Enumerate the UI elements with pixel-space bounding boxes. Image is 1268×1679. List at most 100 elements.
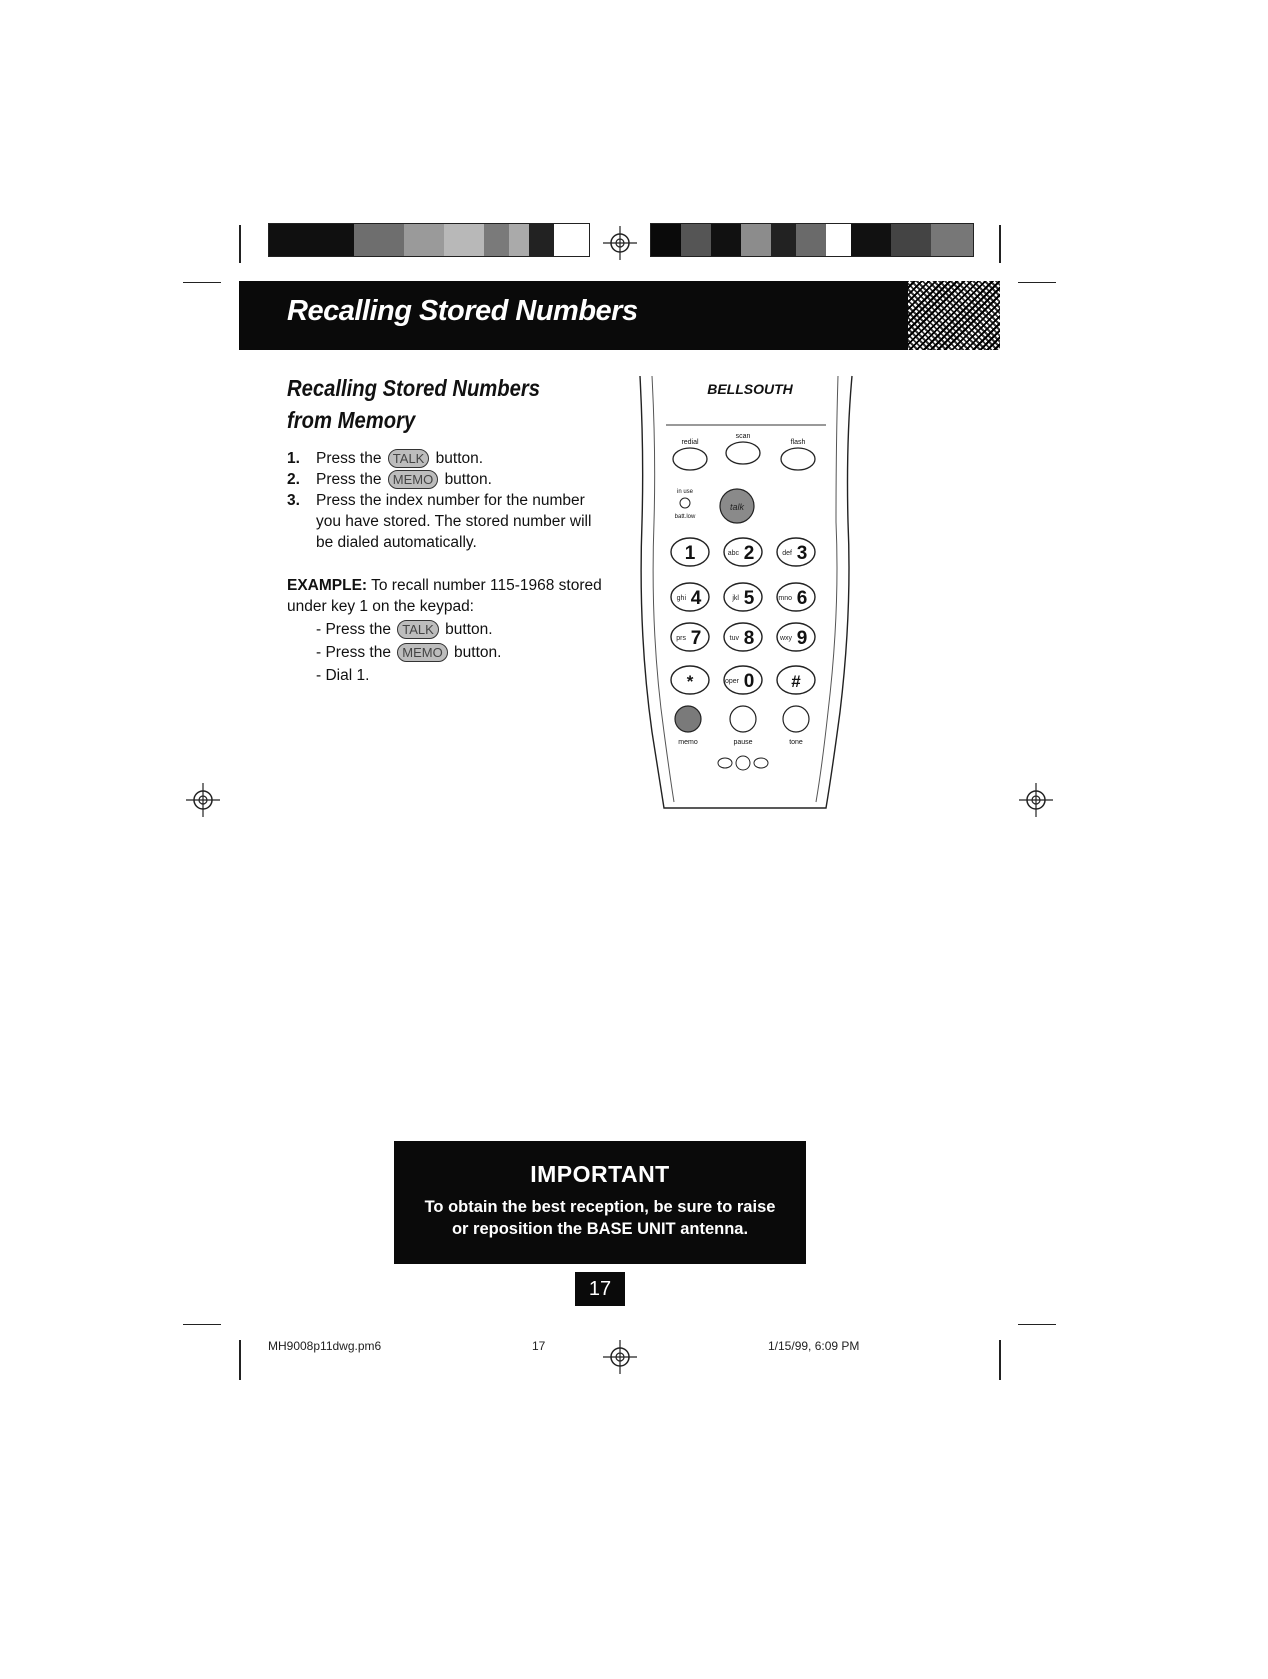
- example-line: - Press the MEMO button.: [316, 641, 501, 664]
- trim-mark: [999, 225, 1001, 263]
- example-line-before: - Press the: [316, 644, 391, 661]
- keypad-key-letters: oper: [725, 678, 740, 685]
- title-band: Recalling Stored Numbers: [239, 281, 1000, 350]
- step-text-before: Press the: [316, 471, 382, 488]
- keypad-key-0: oper 0: [723, 665, 763, 695]
- keypad-key-letters: wxy: [779, 635, 793, 642]
- keypad-key-shape: [670, 665, 710, 695]
- step-text-after: button.: [444, 471, 492, 488]
- keypad-key-letters: ghi: [677, 595, 687, 602]
- keypad-key-shape: [670, 622, 710, 652]
- keypad-key-letters: abc: [728, 550, 740, 557]
- keypad-key-digit: 2: [744, 543, 755, 564]
- in-use-led-icon: [679, 497, 691, 509]
- keypad-key-shape: [670, 537, 710, 567]
- steps-list: 1. Press the TALK button. 2. Press the M…: [287, 448, 607, 553]
- keypad-key-digit: #: [791, 672, 801, 691]
- keypad-key-digit: 3: [797, 543, 808, 564]
- example-line-after: button.: [445, 621, 493, 638]
- section-heading: Recalling Stored Numbers from Memory: [287, 372, 551, 436]
- talk-key-pill: TALK: [387, 449, 430, 468]
- memo-button-label: memo: [678, 739, 698, 746]
- navigation-button-icon: [717, 755, 769, 771]
- step-item: 3. Press the index number for the number…: [287, 490, 607, 553]
- keypad-key-shape: [723, 665, 763, 695]
- example-line-before: - Press the: [316, 621, 391, 638]
- example-label: EXAMPLE:: [287, 577, 368, 594]
- trim-mark: [999, 1340, 1001, 1380]
- keypad-key-digit: 4: [691, 588, 702, 609]
- color-calibration-bar-right: [650, 223, 974, 257]
- redial-button: [672, 447, 708, 471]
- talk-button: [719, 488, 755, 524]
- keypad-key-digit: 0: [744, 671, 755, 692]
- example-line: - Press the TALK button.: [316, 618, 501, 641]
- page-title: Recalling Stored Numbers: [287, 295, 638, 327]
- example-steps: - Press the TALK button. - Press the MEM…: [316, 618, 501, 687]
- keypad-key-9: wxy 9: [776, 622, 816, 652]
- step-text: Press the TALK button.: [316, 448, 607, 469]
- keypad-key-shape: [723, 582, 763, 612]
- footer-page: 17: [532, 1339, 546, 1353]
- keypad-key-1: 1: [670, 537, 710, 567]
- memo-button: [674, 705, 702, 733]
- keypad-key-digit: 6: [797, 588, 808, 609]
- in-use-label: in use: [677, 489, 694, 495]
- example-block: EXAMPLE: To recall number 115-1968 store…: [287, 575, 607, 617]
- important-heading: IMPORTANT: [530, 1161, 670, 1187]
- keypad-key-shape: [776, 665, 816, 695]
- scan-button: [725, 441, 761, 465]
- talk-button-label: talk: [730, 502, 745, 512]
- keypad-key-digit: 1: [685, 543, 696, 564]
- example-line-after: button.: [454, 644, 502, 661]
- halftone-pattern: [908, 281, 1000, 350]
- keypad-key-letters: def: [782, 550, 792, 557]
- keypad-key-hash: #: [776, 665, 816, 695]
- color-calibration-bar-left: [268, 223, 590, 257]
- example-line: - Dial 1.: [316, 667, 370, 684]
- trim-mark: [239, 225, 241, 263]
- trim-mark: [183, 1324, 221, 1325]
- keypad-key-digit: 7: [691, 628, 702, 649]
- registration-mark-icon: [603, 1340, 637, 1374]
- section-heading-line1: Recalling Stored Numbers: [287, 375, 541, 401]
- pause-button: [729, 705, 757, 733]
- keypad-key-digit: 8: [744, 628, 755, 649]
- step-text: Press the MEMO button.: [316, 469, 607, 490]
- trim-mark: [1018, 1324, 1056, 1325]
- pause-button-label: pause: [733, 739, 752, 746]
- memo-key-pill: MEMO: [397, 643, 448, 662]
- redial-label: redial: [681, 439, 699, 446]
- trim-mark: [239, 1340, 241, 1380]
- keypad-key-digit: 9: [797, 628, 808, 649]
- important-body: To obtain the best reception, be sure to…: [394, 1196, 806, 1240]
- handset-illustration: BELLSOUTH redial scan flash in use batt.…: [639, 375, 853, 809]
- step-number: 3.: [287, 492, 300, 509]
- flash-button: [780, 447, 816, 471]
- footer-filename: MH9008p11dwg.pm6: [268, 1339, 382, 1353]
- tone-button-label: tone: [789, 739, 803, 746]
- keypad-key-shape: [723, 622, 763, 652]
- scan-label: scan: [736, 433, 751, 440]
- keypad-key-letters: tuv: [730, 635, 740, 642]
- keypad-key-shape: [776, 537, 816, 567]
- step-text-after: button.: [435, 450, 484, 467]
- talk-key-pill: TALK: [397, 620, 439, 639]
- step-number: 2.: [287, 471, 300, 488]
- keypad-key-shape: [776, 622, 816, 652]
- important-line1: To obtain the best reception, be sure to…: [424, 1198, 776, 1216]
- keypad-key-3: def 3: [776, 537, 816, 567]
- keypad-key-8: tuv 8: [723, 622, 763, 652]
- important-line2: or reposition the BASE UNIT antenna.: [451, 1220, 749, 1238]
- tone-button: [782, 705, 810, 733]
- important-notice: IMPORTANT To obtain the best reception, …: [394, 1141, 806, 1264]
- step-item: 2. Press the MEMO button.: [287, 469, 607, 490]
- step-text: Press the index number for the number yo…: [316, 492, 592, 551]
- trim-mark: [1018, 282, 1056, 283]
- keypad-key-shape: [670, 582, 710, 612]
- trim-mark: [183, 282, 221, 283]
